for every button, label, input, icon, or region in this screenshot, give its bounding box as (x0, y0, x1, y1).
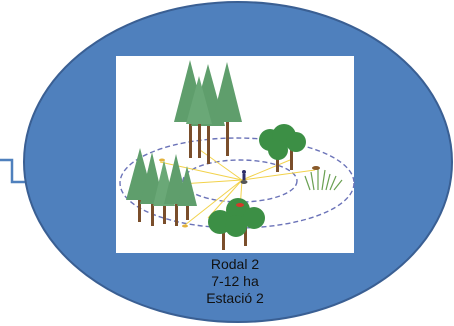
bird-icon (159, 158, 165, 162)
bird-icon (182, 224, 188, 228)
connector-line (0, 158, 26, 184)
conifer-tree-icon (186, 76, 212, 158)
grass-tuft-icon (304, 168, 343, 191)
outer-plot-ring (119, 137, 355, 229)
bird-icon (312, 166, 320, 170)
caption-station: Estació 2 (206, 290, 264, 306)
bird-icon (236, 203, 244, 207)
conifer-tree-icon (177, 166, 197, 220)
conifer-tree-icon (212, 62, 242, 156)
caption-stand: Rodal 2 (210, 256, 260, 272)
broadleaf-tree-icon (208, 198, 265, 250)
observer-icon (240, 170, 248, 184)
broadleaf-tree-icon (259, 124, 306, 172)
caption-area: 7-12 ha (211, 273, 259, 289)
